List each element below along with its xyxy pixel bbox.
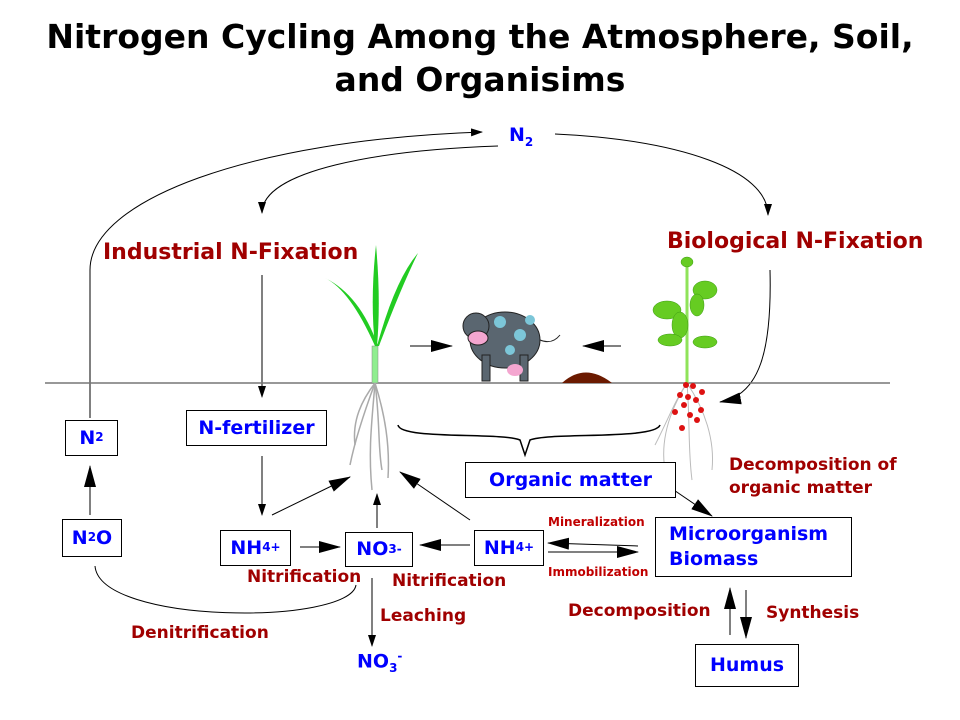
arrow-nh4r-to-plant [399, 471, 471, 521]
leaching-label: Leaching [380, 606, 467, 626]
arrow-n2box-to-n2 [89, 128, 483, 418]
no3-leached-sub: 3 [389, 661, 398, 676]
arrow-mineralization [547, 537, 639, 550]
brace [397, 424, 661, 458]
n2o-pre: N [71, 526, 88, 549]
nitrification-right-label: Nitrification [392, 571, 507, 591]
soybean-plant-icon [652, 256, 718, 481]
page-title-line2: and Organisims [334, 60, 626, 99]
no3-leached-base: NO [357, 650, 390, 673]
corn-plant-icon [325, 245, 418, 491]
arrow-n2-to-industrial [258, 145, 499, 214]
arrow-denitrification [94, 565, 357, 614]
organic-matter-box: Organic matter [465, 462, 676, 498]
no3-leached: NO3- [357, 650, 402, 674]
no3-sub: 3 [388, 541, 397, 556]
page-title-line1: Nitrogen Cycling Among the Atmosphere, S… [46, 17, 914, 56]
nh4-left-sup: + [270, 540, 281, 555]
n2-atmosphere: N2 [509, 126, 533, 148]
n2-box-base: N [79, 426, 96, 449]
immobilization-label: Immobilization [548, 565, 649, 579]
n2o-sub: 2 [87, 530, 97, 545]
mineralization-label: Mineralization [548, 515, 645, 529]
industrial-n-fixation-label: Industrial N-Fixation [103, 240, 359, 265]
arrow-n2-to-biological [554, 133, 772, 216]
biomass-line1: Microorganism [669, 523, 829, 546]
decomposition-label: Decomposition [568, 601, 711, 621]
no3-sup: - [396, 541, 402, 556]
decomposition-om-label-1: Decomposition of [729, 455, 897, 475]
synthesis-label: Synthesis [766, 603, 860, 623]
arrow-nh4-to-plant [271, 476, 351, 516]
nh4-left-sub: 4 [262, 540, 271, 555]
n2-box-sub: 2 [95, 430, 104, 445]
humus-box: Humus [695, 644, 799, 687]
decomposition-om-label-2: organic matter [729, 478, 872, 498]
nitrification-left-label: Nitrification [247, 567, 362, 587]
n2-sub: 2 [524, 134, 534, 149]
nh4-right-sub: 4 [515, 540, 525, 555]
nh4-right-base: NH [483, 536, 516, 559]
cow-icon [462, 311, 561, 382]
nh4-right-sup: + [524, 540, 535, 555]
no3-base: NO [356, 538, 389, 561]
n2-base: N [509, 124, 525, 146]
dung-pile-icon [562, 372, 612, 383]
no3-leached-sup: - [397, 649, 403, 663]
n-fertilizer-box: N-fertilizer [186, 410, 327, 446]
denitrification-label: Denitrification [131, 623, 269, 643]
nh4-left-base: NH [230, 536, 263, 559]
biomass-line2: Biomass [669, 548, 759, 570]
n2o-post: O [96, 526, 113, 549]
biological-n-fixation-label: Biological N-Fixation [667, 229, 924, 254]
arrow-biological-to-roots [719, 269, 771, 405]
